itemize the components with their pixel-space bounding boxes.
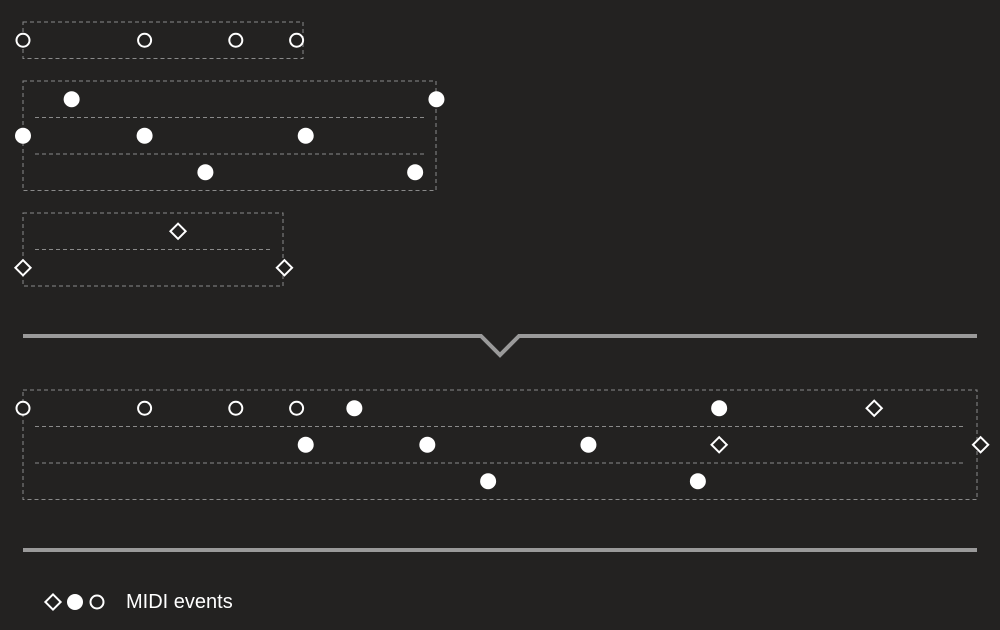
midi-event-hollow-circle	[15, 400, 31, 416]
midi-event-diamond	[13, 258, 33, 277]
midi-event-hollow-circle	[137, 32, 153, 48]
merged-track	[15, 389, 990, 500]
midi-event-filled-circle	[419, 436, 436, 453]
midi-event-filled-circle	[15, 127, 31, 144]
tracks-layer	[13, 21, 990, 500]
legend-symbols	[43, 592, 105, 612]
midi-event-filled-circle	[480, 473, 497, 490]
midi-event-hollow-circle	[228, 400, 244, 416]
merge-divider-arrow	[23, 334, 977, 358]
midi-event-filled-circle	[297, 436, 314, 453]
midi-event-diamond	[168, 222, 188, 241]
legend: MIDI events	[42, 588, 233, 616]
track-frame	[22, 212, 284, 287]
legend-label: MIDI events	[126, 591, 233, 613]
midi-event-filled-circle	[407, 164, 424, 181]
midi-event-diamond	[710, 435, 729, 454]
midi-event-filled-circle	[428, 91, 445, 108]
midi-event-hollow-circle	[15, 32, 31, 48]
midi-event-filled-circle	[297, 127, 314, 144]
midi-event-filled-circle	[346, 400, 363, 417]
midi-event-hollow-circle	[289, 400, 305, 416]
midi-event-filled-circle	[136, 127, 153, 144]
track-frame	[22, 21, 304, 59]
legend-filled-circle-icon	[67, 594, 83, 610]
midi-event-diamond	[865, 399, 884, 418]
midi-event-hollow-circle	[289, 32, 305, 48]
midi-event-filled-circle	[711, 400, 728, 417]
input-track-2	[15, 80, 445, 191]
midi-event-filled-circle	[197, 164, 214, 181]
input-track-1	[15, 21, 305, 59]
input-track-3	[13, 212, 294, 287]
midi-event-filled-circle	[689, 473, 706, 490]
track-frame	[22, 80, 437, 191]
legend-diamond-icon	[43, 592, 63, 612]
midi-event-diamond	[971, 435, 990, 454]
legend-hollow-circle-icon	[89, 594, 105, 610]
midi-event-hollow-circle	[228, 32, 244, 48]
midi-event-filled-circle	[63, 91, 80, 108]
midi-event-filled-circle	[580, 436, 597, 453]
track-frame	[22, 389, 978, 500]
midi-event-hollow-circle	[137, 400, 153, 416]
midi-event-diamond	[275, 258, 294, 277]
